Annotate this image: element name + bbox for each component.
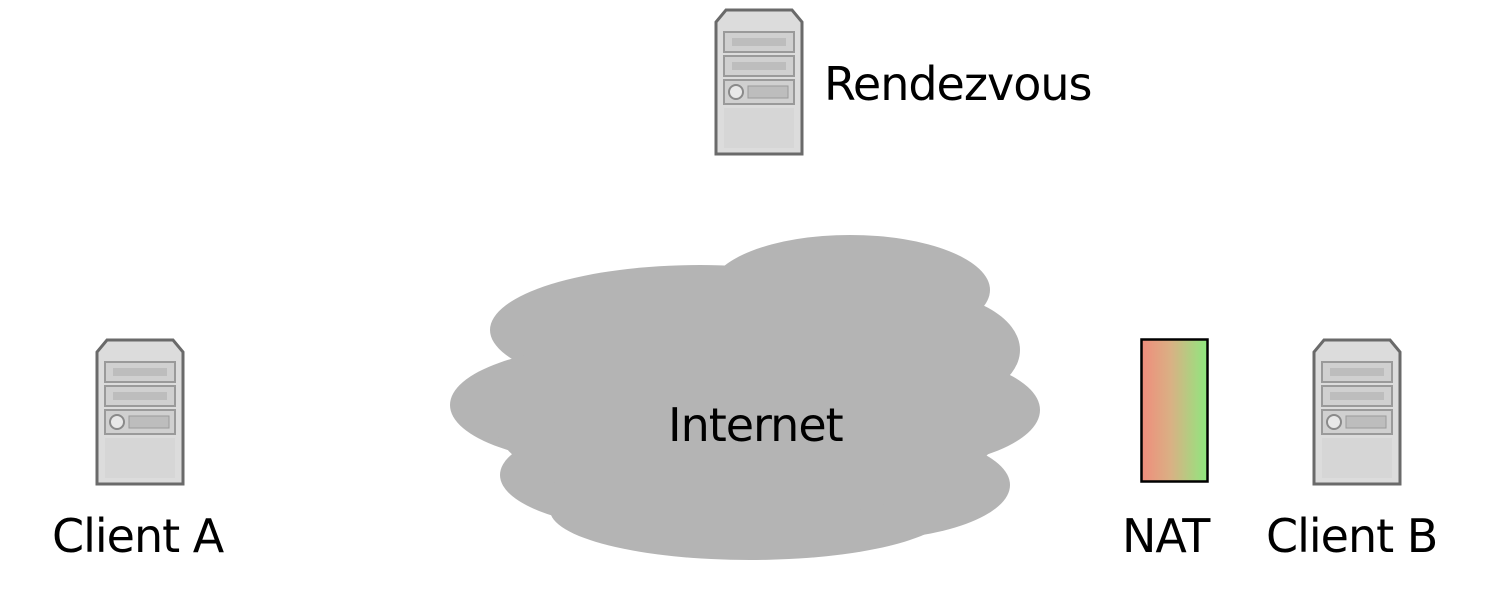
client-a-node <box>95 338 185 486</box>
rendezvous-node <box>714 8 804 156</box>
server-icon <box>714 8 804 156</box>
rendezvous-label: Rendezvous <box>824 57 1092 111</box>
server-icon <box>95 338 185 486</box>
internet-label: Internet <box>668 398 844 452</box>
client-a-label: Client A <box>52 509 224 563</box>
internet-node <box>450 230 1050 574</box>
cloud-icon <box>450 235 1050 574</box>
client-b-label: Client B <box>1266 509 1438 563</box>
server-icon <box>1312 338 1402 486</box>
nat-gradient-box <box>1140 338 1210 488</box>
nat-label: NAT <box>1122 509 1210 563</box>
client-b-node <box>1312 338 1402 486</box>
nat-node <box>1140 338 1210 488</box>
